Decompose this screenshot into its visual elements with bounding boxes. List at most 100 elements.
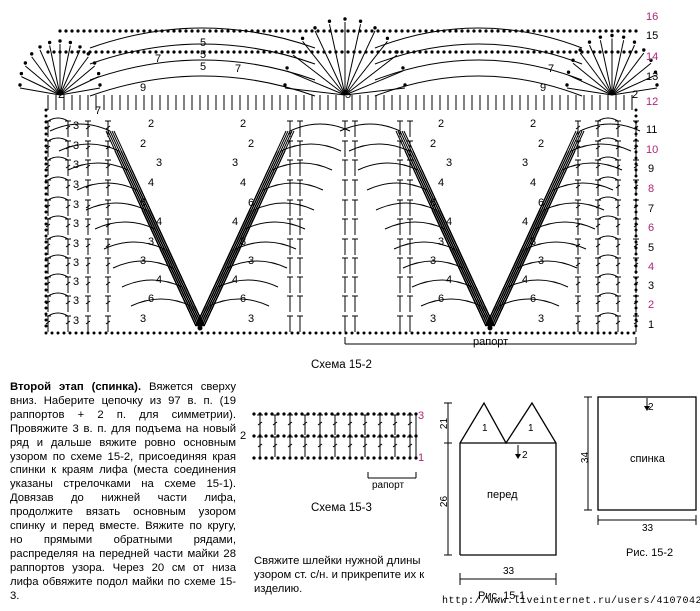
stitch-count-inner: 3: [430, 255, 436, 267]
stitch-count-inner: 2: [148, 118, 154, 130]
row-number-13: 13: [646, 71, 659, 83]
stitch-count-inner: 3: [538, 255, 544, 267]
pattern-front: [444, 401, 557, 585]
stitch-count-inner: 2: [140, 138, 146, 150]
stitch-count-inner: 3: [248, 255, 254, 267]
stitch-count-inner: 2: [438, 118, 444, 130]
instructions-title: Второй этап (спинка).: [10, 381, 142, 393]
stitch-count-inner: 4: [240, 177, 246, 189]
stitch-count-inner: 3: [140, 313, 146, 325]
front-triangle-label-1: 1: [482, 423, 488, 434]
front-dim-width: 33: [503, 566, 515, 577]
stitch-count-top: 9: [540, 82, 546, 94]
stitch-count-inner: 2: [430, 138, 436, 150]
stitch-count-left: 3: [73, 238, 79, 250]
stitch-count-inner: 6: [140, 197, 146, 209]
back-arrow-label: 2: [648, 402, 654, 413]
stitch-count-left: 3: [73, 276, 79, 288]
stitch-count-inner: 3: [538, 313, 544, 325]
stitch-count-inner: 3: [156, 157, 162, 169]
stitch-count-top: 9: [140, 82, 146, 94]
stitch-count-inner: 6: [538, 197, 544, 209]
straps-note: Свяжите шлейки нужной длины узором ст. с…: [254, 555, 425, 595]
chart-caption-15-3: Схема 15-3: [311, 502, 372, 514]
row-number-16: 16: [646, 11, 659, 23]
row-number-4: 4: [648, 261, 655, 273]
stitch-count-inner: 4: [438, 177, 444, 189]
stitch-count-inner: 6: [430, 197, 436, 209]
stitch-count-inner: 4: [446, 274, 452, 286]
chart-caption-15-2: Схема 15-2: [311, 359, 372, 371]
stitch-count-top: 7: [235, 63, 241, 75]
watermark-url: http://www.liveinternet.ru/users/4107042…: [442, 596, 700, 607]
stitch-count-inner: 4: [156, 274, 162, 286]
stitch-count-left: 3: [73, 315, 79, 327]
front-label: перед: [487, 489, 518, 501]
stitch-count-inner: 3: [522, 157, 528, 169]
row-number-14: 14: [646, 51, 659, 63]
stitch-count-inner: 3: [140, 255, 146, 267]
stitch-count-inner: 2: [530, 118, 536, 130]
stitch-count-top: 2: [632, 89, 638, 101]
small-row-1: 1: [418, 452, 425, 464]
stitch-count-left: 3: [73, 295, 79, 307]
stitch-count-inner: 3: [248, 313, 254, 325]
stitch-count-left: 3: [73, 257, 79, 269]
small-side-number: 2: [240, 430, 247, 442]
stitch-count-inner: 4: [446, 216, 452, 228]
stitch-count-inner: 4: [530, 177, 536, 189]
stitch-count-top: 5: [345, 89, 351, 101]
back-caption: Рис. 15-2: [626, 547, 674, 559]
stitch-count-inner: 4: [156, 216, 162, 228]
stitch-count-left: 3: [73, 179, 79, 191]
row-number-12: 12: [646, 96, 659, 108]
row-number-3: 3: [648, 280, 655, 292]
back-dim-height: 34: [580, 451, 592, 464]
back-label: спинка: [630, 453, 665, 465]
stitch-count-inner: 3: [530, 236, 536, 248]
stitch-count-inner: 6: [148, 293, 154, 305]
stitch-count-top: 7: [95, 105, 101, 117]
front-dim-bottom: 26: [439, 495, 451, 508]
stitch-count-left: 3: [73, 218, 79, 230]
row-number-10: 10: [646, 144, 659, 156]
repeat-label-small: рапорт: [372, 480, 405, 491]
instructions-body: Вяжется сверху вниз. Наберите цепочку из…: [10, 381, 236, 602]
stitch-count-inner: 2: [240, 118, 246, 130]
stitch-count-top: 2: [58, 89, 64, 101]
row-number-9: 9: [648, 163, 655, 175]
stitch-count-inner: 6: [438, 293, 444, 305]
repeat-label-main: рапорт: [473, 336, 509, 348]
row-number-7: 7: [648, 203, 655, 215]
stitch-count-inner: 3: [430, 313, 436, 325]
stitch-count-left: 3: [73, 140, 79, 152]
row-number-5: 5: [648, 242, 655, 254]
stitch-count-inner: 3: [438, 236, 444, 248]
stitch-count-inner: 6: [240, 293, 246, 305]
row-number-6: 6: [648, 222, 655, 234]
stitch-count-inner: 4: [522, 274, 528, 286]
row-number-8: 8: [648, 183, 655, 195]
small-row-3: 3: [418, 410, 425, 422]
stitch-count-inner: 4: [148, 177, 154, 189]
stitch-count-inner: 4: [232, 274, 238, 286]
front-arrow-label: 2: [522, 450, 528, 461]
front-caption: Рис. 15-1: [478, 590, 526, 602]
stitch-count-left: 3: [73, 199, 79, 211]
stitch-count-left: 3: [73, 159, 79, 171]
pattern-back: [584, 396, 697, 525]
stitch-count-left: 3: [73, 120, 79, 132]
crochet-chart-15-3: [252, 412, 418, 479]
stitch-count-inner: 2: [248, 138, 254, 150]
stitch-count-top: 5: [200, 37, 206, 49]
stitch-count-top: 7: [548, 63, 554, 75]
stitch-count-top: 5: [200, 49, 206, 61]
back-dim-width: 33: [642, 523, 654, 534]
row-number-15: 15: [646, 30, 659, 42]
stitch-count-inner: 3: [232, 157, 238, 169]
row-number-2: 2: [648, 299, 655, 311]
front-dim-top: 21: [439, 417, 451, 430]
stitch-count-inner: 3: [240, 236, 246, 248]
row-number-1: 1: [648, 319, 655, 331]
